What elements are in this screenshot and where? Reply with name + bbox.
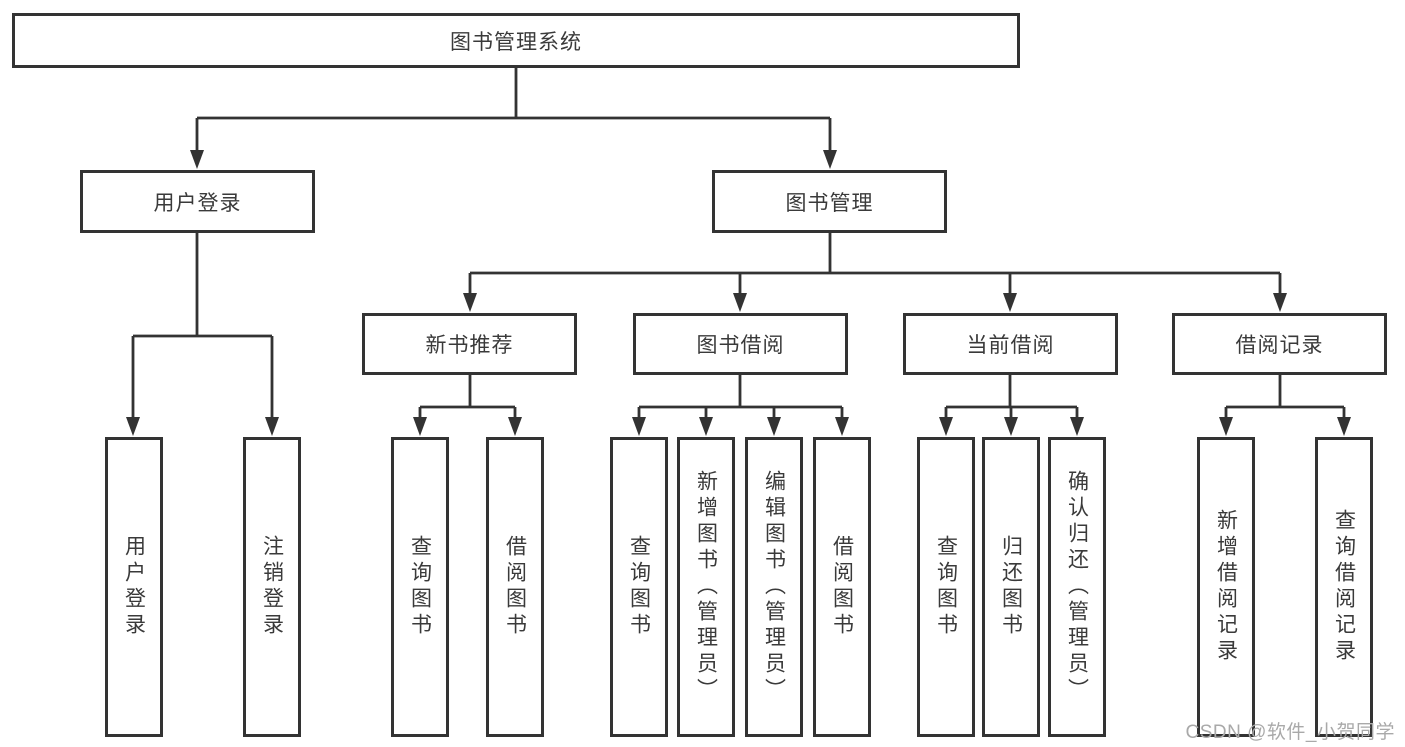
node-user-login: 用户登录 [80,170,315,233]
leaf-borrow-books-recommend: 借阅图书 [486,437,544,737]
leaf-return-book: 归还图书 [982,437,1040,737]
node-system-root-label: 图书管理系统 [450,30,582,54]
node-current-borrow-label: 当前借阅 [966,334,1055,357]
leaf-query-borrow-record-label: 查询借阅记录 [1332,509,1356,665]
leaf-edit-book-admin: 编辑图书（管理员） [745,437,803,737]
leaf-query-books-current-label: 查询图书 [934,535,958,639]
node-book-borrow-label: 图书借阅 [696,334,785,357]
leaf-query-books-recommend: 查询图书 [391,437,449,737]
node-borrow-records: 借阅记录 [1172,313,1387,375]
node-new-book-recommend: 新书推荐 [362,313,577,375]
leaf-borrow-books-recommend-label: 借阅图书 [503,535,527,639]
leaf-borrow-books: 借阅图书 [813,437,871,737]
leaf-user-login-label: 用户登录 [122,535,146,639]
leaf-add-book-admin-label: 新增图书（管理员） [694,470,718,704]
leaf-edit-book-admin-label: 编辑图书（管理员） [762,470,786,704]
leaf-query-books-borrow: 查询图书 [610,437,668,737]
leaf-logout-label: 注销登录 [260,535,284,639]
leaf-user-login: 用户登录 [105,437,163,737]
node-book-management: 图书管理 [712,170,947,233]
csdn-watermark: CSDN @软件_小贺同学 [1185,722,1395,743]
node-system-root: 图书管理系统 [12,13,1020,68]
leaf-query-books-borrow-label: 查询图书 [627,535,651,639]
node-user-login-label: 用户登录 [153,191,242,215]
leaf-query-books-recommend-label: 查询图书 [408,535,432,639]
leaf-confirm-return-admin-label: 确认归还（管理员） [1065,470,1089,704]
leaf-query-books-current: 查询图书 [917,437,975,737]
node-current-borrow: 当前借阅 [903,313,1118,375]
leaf-add-borrow-record-label: 新增借阅记录 [1214,509,1238,665]
node-book-management-label: 图书管理 [785,191,874,215]
leaf-confirm-return-admin: 确认归还（管理员） [1048,437,1106,737]
leaf-query-borrow-record: 查询借阅记录 [1315,437,1373,737]
node-book-borrow: 图书借阅 [633,313,848,375]
node-new-book-recommend-label: 新书推荐 [425,334,514,357]
leaf-return-book-label: 归还图书 [999,535,1023,639]
leaf-add-borrow-record: 新增借阅记录 [1197,437,1255,737]
leaf-add-book-admin: 新增图书（管理员） [677,437,735,737]
leaf-logout: 注销登录 [243,437,301,737]
node-borrow-records-label: 借阅记录 [1235,334,1324,357]
leaf-borrow-books-label: 借阅图书 [830,535,854,639]
